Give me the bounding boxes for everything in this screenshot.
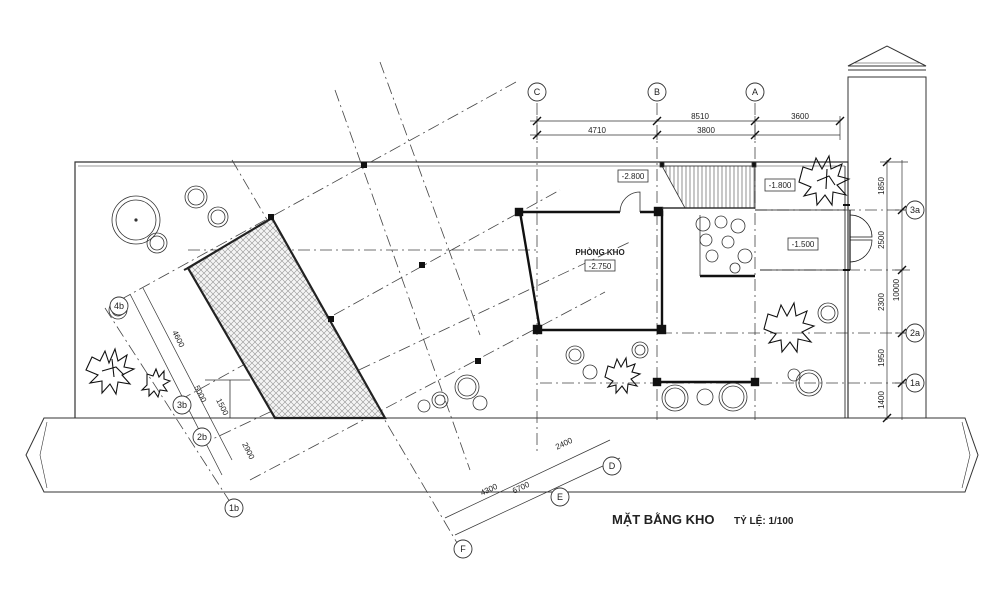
level-3: -1.500 <box>792 240 815 249</box>
dim-top-3: 3600 <box>791 112 809 121</box>
axis-e: E <box>557 492 563 502</box>
axis-1b: 1b <box>229 503 239 513</box>
axis-4b: 4b <box>114 301 124 311</box>
level-boxes <box>584 169 819 272</box>
drawing-title: MẶT BẰNG KHO <box>612 512 715 527</box>
dim-left-4: 2900 <box>240 441 256 461</box>
level-labels: -2.800 -1.800 -1.500 PHÒNG KHO -2.750 <box>575 172 815 271</box>
dim-left-2: 5000 <box>192 384 208 404</box>
dim-right-4: 1950 <box>877 349 886 367</box>
drawing-scale: TỶ LỆ: 1/100 <box>734 514 794 527</box>
dim-left-3: 1500 <box>214 397 230 417</box>
dimension-ticks <box>532 116 907 423</box>
level-1: -2.800 <box>622 172 645 181</box>
axis-2a: 2a <box>910 328 920 338</box>
dim-right-1: 1850 <box>877 177 886 195</box>
dim-right-2: 2500 <box>877 231 886 249</box>
axis-labels: C B A 3a 2a 1a 4b 3b 2b 1b D E F <box>114 87 920 554</box>
trees <box>85 154 851 399</box>
dim-top-2: 3800 <box>697 126 715 135</box>
right-walls <box>755 166 873 418</box>
lower-room <box>652 377 760 387</box>
axis-3b: 3b <box>177 400 187 410</box>
axis-2b: 2b <box>197 432 207 442</box>
room-level: -2.750 <box>589 262 612 271</box>
dim-right-total: 10000 <box>892 278 901 301</box>
dim-top-total: 8510 <box>691 112 709 121</box>
axis-3a: 3a <box>910 205 920 215</box>
dim-bottom-2: 4300 <box>479 482 499 498</box>
stairs <box>659 161 757 278</box>
dim-right-5: 1400 <box>877 391 886 409</box>
low-walls <box>205 379 250 418</box>
hatched-area <box>183 216 387 420</box>
axis-bubbles <box>109 82 925 559</box>
dim-bottom-1: 2400 <box>554 436 574 452</box>
storage-room <box>514 206 667 335</box>
axis-1a: 1a <box>910 378 920 388</box>
room-name: PHÒNG KHO <box>575 248 624 257</box>
axis-a: A <box>752 87 758 97</box>
road-strip <box>25 417 979 493</box>
columns <box>268 162 481 364</box>
level-2: -1.800 <box>769 181 792 190</box>
dim-right-3: 2300 <box>877 293 886 311</box>
storage-door-swing <box>619 191 641 213</box>
dim-top-1: 4710 <box>588 126 606 135</box>
axis-c: C <box>534 87 541 97</box>
axis-d: D <box>609 461 616 471</box>
axis-f: F <box>460 544 466 554</box>
dim-bottom-3: 6700 <box>511 480 531 496</box>
axis-b: B <box>654 87 660 97</box>
shrubs <box>108 185 839 413</box>
dim-left-1: 4600 <box>170 329 186 349</box>
